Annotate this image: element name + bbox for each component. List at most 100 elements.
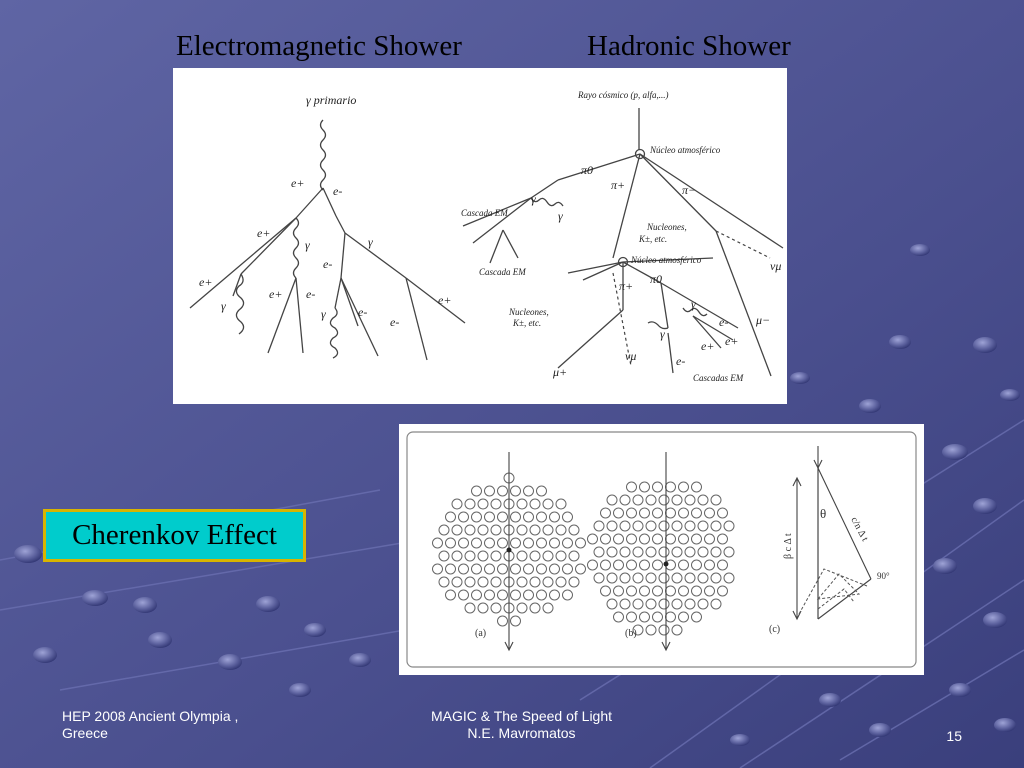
- molecule-circle: [639, 559, 650, 571]
- molecule-circle: [645, 520, 657, 532]
- molecule-circle: [484, 589, 495, 601]
- molecule-circle: [613, 611, 624, 623]
- nucleus-label: Núcleo atmosférico: [630, 255, 702, 265]
- molecule-circle: [652, 507, 663, 519]
- em-label: e+: [269, 287, 282, 301]
- molecule-circle: [697, 494, 709, 506]
- molecule-circle: [632, 546, 644, 558]
- molecule-circle: [542, 602, 554, 614]
- molecule-circle: [529, 498, 541, 510]
- molecule-circle: [652, 481, 663, 493]
- kaons-label: K±, etc.: [512, 318, 541, 328]
- molecule-circle: [536, 537, 547, 549]
- molecule-circle: [626, 533, 637, 545]
- gamma-label: γ: [558, 209, 563, 223]
- molecule-circle: [542, 498, 554, 510]
- molecule-circle: [555, 576, 567, 588]
- molecule-circle: [678, 559, 689, 571]
- molecule-circle: [684, 494, 696, 506]
- molecule-circle: [658, 494, 670, 506]
- molecule-circle: [639, 533, 650, 545]
- nucleons-label: Nucleones,: [508, 307, 549, 317]
- molecule-circle: [516, 602, 528, 614]
- molecule-circle: [717, 585, 728, 597]
- molecule-circle: [710, 598, 722, 610]
- molecule-circle: [438, 550, 450, 562]
- pi0-label: π0: [581, 163, 593, 177]
- molecule-circle: [632, 520, 644, 532]
- molecule-circle: [432, 537, 443, 549]
- molecule-circle: [445, 589, 456, 601]
- label-c: (c): [769, 624, 780, 635]
- em-label: e-: [333, 184, 342, 198]
- molecule-circle: [710, 546, 722, 558]
- molecule-circle: [555, 498, 567, 510]
- molecule-circle: [516, 550, 528, 562]
- molecule-circle: [606, 520, 618, 532]
- molecule-circle: [652, 585, 663, 597]
- molecule-circle: [575, 563, 586, 575]
- molecule-circle: [652, 611, 663, 623]
- molecule-circle: [490, 498, 502, 510]
- molecule-circle: [549, 537, 560, 549]
- molecule-circle: [606, 598, 618, 610]
- molecule-circle: [593, 520, 605, 532]
- molecule-circle: [658, 598, 670, 610]
- molecule-circle: [477, 602, 489, 614]
- label-b: (b): [625, 628, 637, 639]
- molecule-circle: [568, 576, 580, 588]
- molecule-circle: [606, 546, 618, 558]
- molecule-circle: [445, 511, 456, 523]
- molecule-circle: [619, 598, 631, 610]
- em-label: e-: [323, 257, 332, 271]
- molecule-circle: [600, 533, 611, 545]
- molecule-circle: [568, 550, 580, 562]
- molecule-circle: [593, 546, 605, 558]
- em-label: γ: [368, 235, 373, 249]
- molecule-circle: [477, 498, 489, 510]
- molecule-circle: [652, 533, 663, 545]
- molecule-circle: [510, 511, 521, 523]
- molecule-circle: [632, 624, 644, 636]
- nucleus-label: Núcleo atmosférico: [649, 145, 721, 155]
- molecule-circle: [613, 559, 624, 571]
- molecule-circle: [639, 611, 650, 623]
- molecule-circle: [710, 494, 722, 506]
- footer-author: N.E. Mavromatos: [467, 725, 576, 741]
- em-label: e+: [199, 275, 212, 289]
- molecule-circle: [523, 537, 534, 549]
- molecule-circle: [665, 611, 676, 623]
- molecule-circle: [658, 624, 670, 636]
- e-minus-label: e-: [676, 354, 685, 368]
- molecule-circle: [516, 576, 528, 588]
- molecule-circle: [717, 507, 728, 519]
- molecule-circle: [432, 563, 443, 575]
- page-number: 15: [946, 728, 962, 744]
- molecule-circle: [678, 585, 689, 597]
- pi-minus-label: π−: [682, 183, 696, 197]
- molecule-circle: [619, 546, 631, 558]
- molecule-circle: [523, 485, 534, 497]
- molecule-circle: [562, 511, 573, 523]
- pi-plus-label: π+: [611, 178, 625, 192]
- molecule-circle: [691, 533, 702, 545]
- molecule-circle: [626, 611, 637, 623]
- molecule-circle: [451, 524, 463, 536]
- em-primary-label: γ primario: [306, 93, 356, 107]
- molecule-circle: [438, 524, 450, 536]
- molecule-circle: [529, 524, 541, 536]
- molecule-circle: [587, 533, 598, 545]
- molecule-circle: [645, 598, 657, 610]
- label-a: (a): [475, 628, 486, 639]
- molecule-circle: [704, 507, 715, 519]
- molecule-circle: [606, 494, 618, 506]
- em-label: e+: [257, 226, 270, 240]
- gamma-label: γ: [660, 327, 665, 341]
- nu-mu-label: νμ: [625, 349, 636, 363]
- em-label: e-: [390, 315, 399, 329]
- molecule-circle: [717, 559, 728, 571]
- theta-label: θ: [820, 506, 826, 521]
- molecule-circle: [542, 524, 554, 536]
- molecule-circle: [471, 537, 482, 549]
- kaons-label: K±, etc.: [638, 234, 667, 244]
